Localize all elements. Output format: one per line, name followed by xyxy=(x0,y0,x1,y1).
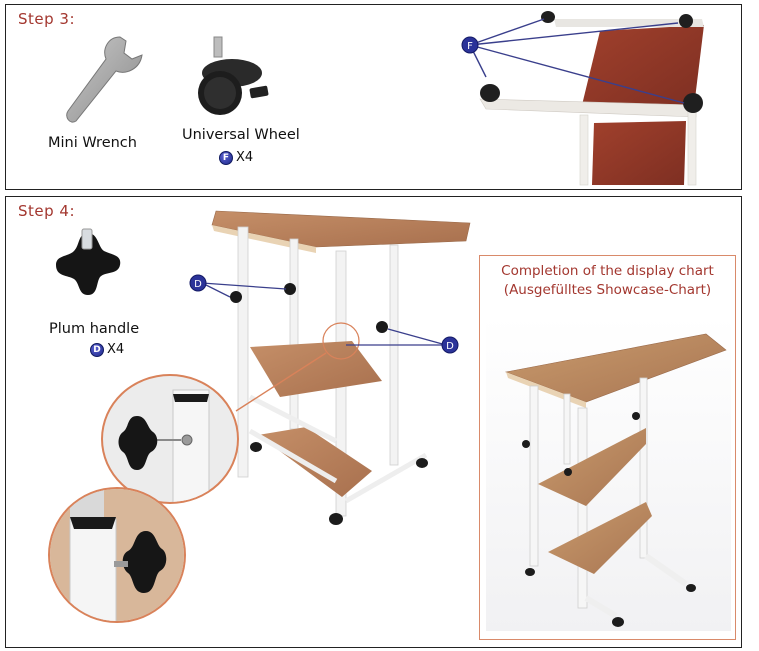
handle-installation-diagram: D D xyxy=(189,210,471,525)
universal-wheel-quantity: F X4 xyxy=(219,150,253,165)
completion-title-de: (Ausgefülltes Showcase-Chart) xyxy=(503,282,712,298)
wheel-installation-diagram: F xyxy=(461,11,704,186)
step-3-title: Step 3: xyxy=(18,10,76,28)
universal-wheel-label: Universal Wheel xyxy=(182,127,300,143)
step-4-title: Step 4: xyxy=(18,202,76,220)
mini-wrench-label: Mini Wrench xyxy=(48,135,137,151)
part-d-diagram-badge-left: D xyxy=(194,279,202,290)
part-f-badge: F xyxy=(219,150,233,165)
part-d-badge: D xyxy=(90,342,104,357)
detail-circle-handle-insert xyxy=(101,374,239,504)
step-4-panel: Step 4: Plum handle D X4 xyxy=(5,196,742,648)
detail-circle-handle-tightened xyxy=(48,487,186,623)
completed-desk-image xyxy=(486,316,731,631)
wrench-icon xyxy=(66,36,143,123)
universal-wheel-icon xyxy=(198,36,269,115)
quantity-text: X4 xyxy=(107,342,125,357)
plum-handle-label: Plum handle xyxy=(49,321,140,337)
part-f-diagram-badge: F xyxy=(467,41,473,52)
plum-handle-icon xyxy=(56,228,121,295)
completion-title-en: Completion of the display chart xyxy=(501,263,714,279)
quantity-text: X4 xyxy=(236,150,254,165)
part-d-diagram-badge-right: D xyxy=(446,341,454,352)
step-3-panel: Step 3: Mini Wrench Universal Wheel F X4 xyxy=(5,4,742,190)
plum-handle-quantity: D X4 xyxy=(90,342,124,357)
completion-display-box: Completion of the display chart (Ausgefü… xyxy=(479,255,736,640)
